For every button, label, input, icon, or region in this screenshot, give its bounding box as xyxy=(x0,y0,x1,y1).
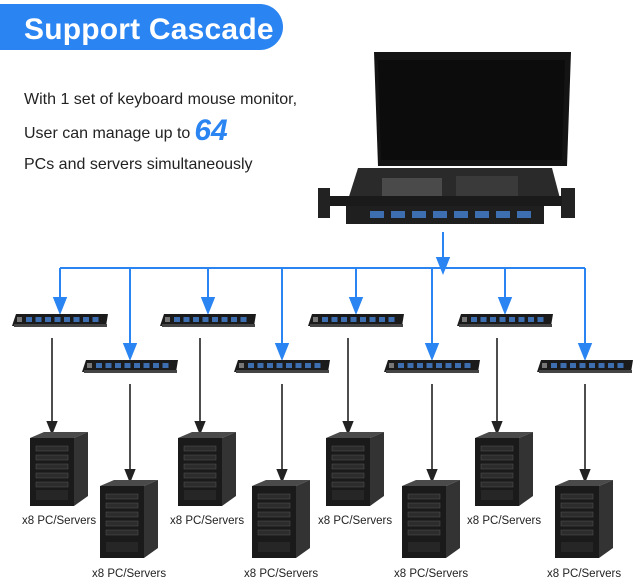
intro-line-3: PCs and servers simultaneously xyxy=(24,156,253,173)
intro-line-2-prefix: User can manage up to xyxy=(24,125,191,142)
vga-port xyxy=(454,211,468,218)
kvm-switch-icon xyxy=(384,360,480,373)
tower-server-icon xyxy=(326,432,384,506)
kvm-switch-icon xyxy=(12,314,108,327)
vga-port xyxy=(433,211,447,218)
max-pc-count: 64 xyxy=(194,114,228,147)
server-count-label: x8 PC/Servers xyxy=(244,568,319,580)
console-kvm-icon xyxy=(318,52,575,224)
kvm-switch-icon xyxy=(160,314,256,327)
vga-port xyxy=(391,211,405,218)
tower-server-icon xyxy=(178,432,236,506)
title-banner: Support Cascade xyxy=(0,4,283,50)
tower-server-icon xyxy=(30,432,88,506)
server-count-label: x8 PC/Servers xyxy=(467,515,542,527)
kvm-switch-icon xyxy=(537,360,633,373)
vga-port xyxy=(475,211,489,218)
vga-port xyxy=(517,211,531,218)
tower-server-icon xyxy=(100,480,158,558)
server-count-label: x8 PC/Servers xyxy=(22,515,97,527)
tower-server-icon xyxy=(252,480,310,558)
server-count-label: x8 PC/Servers xyxy=(170,515,245,527)
vga-port xyxy=(412,211,426,218)
console-ports xyxy=(370,211,531,218)
vga-port xyxy=(370,211,384,218)
server-count-label: x8 PC/Servers xyxy=(318,515,393,527)
server-count-label: x8 PC/Servers xyxy=(547,568,622,580)
intro-text: With 1 set of keyboard mouse monitor, Us… xyxy=(24,84,334,180)
tower-server-icon xyxy=(555,480,613,558)
intro-line-1: With 1 set of keyboard mouse monitor, xyxy=(24,91,298,108)
kvm-switch-icon xyxy=(234,360,330,373)
server-count-label: x8 PC/Servers xyxy=(394,568,469,580)
kvm-switch-icon xyxy=(457,314,553,327)
page-title: Support Cascade xyxy=(24,13,274,46)
server-count-label: x8 PC/Servers xyxy=(92,568,167,580)
vga-port xyxy=(496,211,510,218)
kvm-switch-icon xyxy=(82,360,178,373)
kvm-switch-icon xyxy=(308,314,404,327)
tower-server-icon xyxy=(402,480,460,558)
tower-server-icon xyxy=(475,432,533,506)
